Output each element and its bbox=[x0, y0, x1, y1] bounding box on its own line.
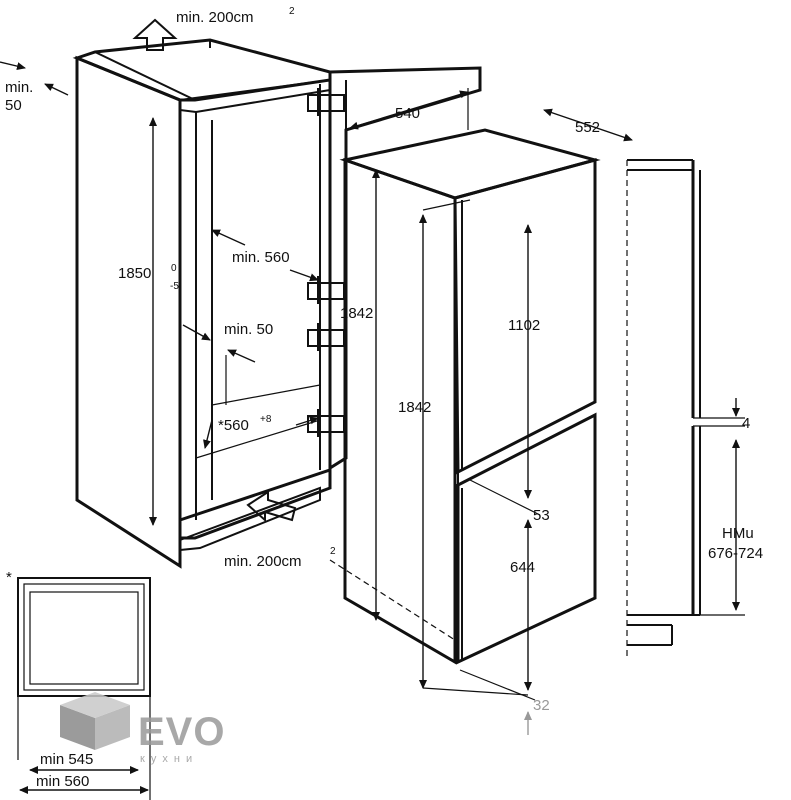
inset-section: * min 545 min 560 bbox=[6, 569, 151, 800]
label-gap-53: 53 bbox=[533, 507, 550, 524]
label-vent-top: min. 200cm bbox=[176, 9, 254, 26]
label-height-1842-b: 1842 bbox=[398, 399, 431, 416]
label-height-32: 32 bbox=[533, 697, 550, 714]
label-hmu-range: 676-724 bbox=[708, 545, 763, 562]
label-vent-top-exp: 2 bbox=[289, 6, 295, 17]
label-width-560-sup: +8 bbox=[260, 414, 272, 425]
label-height-1850-sub: -5 bbox=[170, 281, 179, 292]
label-min545: min 545 bbox=[40, 751, 93, 768]
logo-brand-text: EVO bbox=[138, 710, 225, 754]
cube-logo-icon bbox=[60, 692, 130, 750]
label-width-552: 552 bbox=[575, 119, 600, 136]
label-hmu: HMu bbox=[722, 525, 754, 542]
vent-top-arrow bbox=[132, 18, 178, 51]
cabinet-door bbox=[328, 66, 482, 471]
label-gap-4: 4 bbox=[742, 415, 750, 432]
side-section bbox=[626, 159, 745, 660]
label-min50-left-value: 50 bbox=[5, 97, 22, 114]
label-min50-mid: min. 50 bbox=[224, 321, 273, 338]
logo-sub-text: кухни bbox=[140, 753, 198, 765]
label-min560: min. 560 bbox=[232, 249, 290, 266]
label-height-1850-sup: 0 bbox=[171, 263, 177, 274]
label-depth-540: 540 bbox=[395, 105, 420, 122]
label-vent-bottom-exp: 2 bbox=[330, 546, 336, 557]
label-height-644: 644 bbox=[510, 559, 535, 576]
label-height-1842-a: 1842 bbox=[340, 305, 373, 322]
hinges bbox=[307, 88, 345, 437]
label-vent-bottom: min. 200cm bbox=[224, 553, 302, 570]
refrigerator bbox=[339, 128, 601, 665]
label-star: * bbox=[6, 569, 12, 586]
label-height-1102: 1102 bbox=[508, 317, 540, 334]
cabinet-niche bbox=[72, 38, 456, 641]
label-min50-left: min. bbox=[5, 79, 33, 96]
label-width-560: *560 bbox=[218, 417, 249, 434]
label-min560-bottom: min 560 bbox=[36, 773, 89, 790]
label-height-1850: 1850 bbox=[118, 265, 151, 282]
brand-logo: EVO кухни bbox=[60, 692, 225, 765]
